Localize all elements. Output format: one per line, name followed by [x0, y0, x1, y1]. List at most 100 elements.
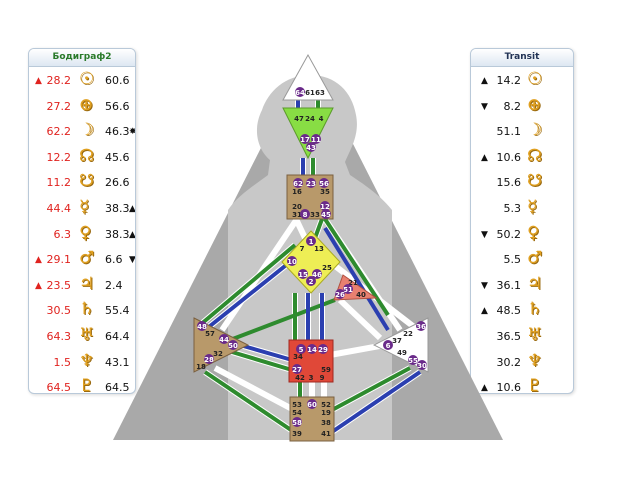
transit-value: 48.5: [496, 304, 522, 318]
personality-value: 45.6: [105, 150, 130, 164]
channel: [213, 365, 296, 413]
panel-title: Transit: [471, 49, 573, 67]
gate-number: 25: [322, 264, 332, 272]
gate-number: 30: [417, 362, 427, 370]
direction-arrow: ▲: [35, 255, 42, 266]
transit-row: ▼50.2♀: [471, 223, 573, 245]
planet-icon: ♇: [527, 376, 543, 394]
planet-row: 64.3♅64.4: [29, 325, 135, 347]
gate-badge: [307, 399, 317, 409]
gate-number: 38: [321, 419, 331, 427]
transit-value: 30.2: [496, 355, 522, 369]
personality-value: 64.5: [105, 381, 130, 394]
gate-number: 54: [292, 409, 302, 417]
planet-row: 27.2⊕56.6: [29, 95, 135, 117]
gate-number: 59: [321, 366, 331, 374]
channel: [203, 260, 292, 332]
transit-row: ▲ 48.5 ♄: [471, 299, 573, 321]
gate-badge: [320, 201, 330, 211]
gate-badge: [296, 344, 306, 354]
gate-number: 44: [219, 336, 229, 344]
gate-number: 13: [314, 245, 324, 253]
planet-icon: ♀: [527, 222, 540, 243]
gate-number: 18: [196, 363, 206, 371]
planet-icon: ☿: [527, 197, 538, 217]
transit-row: ▲14.2☉: [471, 69, 573, 91]
channel: [229, 298, 336, 342]
personality-value: 60.6: [105, 74, 130, 87]
planet-row: 12.2☊45.6: [29, 146, 135, 168]
gate-number: 9: [320, 374, 325, 382]
personality-value: 55.4: [105, 304, 130, 318]
gate-number: 55: [408, 357, 418, 365]
gate-badge: [321, 209, 331, 219]
channel: [323, 217, 390, 317]
channel: [203, 259, 292, 333]
gate-badge: [318, 344, 328, 354]
gate-number: 47: [294, 115, 304, 123]
head-center: [282, 53, 334, 101]
design-value: 62.2: [46, 125, 72, 139]
gate-number: 61: [305, 89, 315, 97]
planet-icon: ⊕: [79, 94, 94, 115]
gate-number: 5: [299, 346, 304, 354]
planet-row: ▲28.2☉60.6: [29, 69, 135, 91]
gate-number: 15: [298, 271, 308, 279]
gate-badge: [204, 354, 214, 364]
sacral-center: [288, 339, 334, 383]
gate-number: 7: [300, 245, 305, 253]
gate-number: 11: [311, 136, 321, 144]
direction-arrow: ▲: [481, 76, 488, 86]
planet-icon: ☋: [527, 171, 543, 192]
fixing-mark: ✸: [129, 127, 136, 138]
direction-arrow: ▲: [481, 306, 488, 317]
planet-icon: ♂: [79, 248, 95, 269]
planet-icon: ☊: [527, 145, 543, 166]
gate-number: 58: [292, 419, 302, 427]
planet-row: 1.5♆43.1: [29, 351, 135, 373]
planet-icon: ♆: [527, 350, 543, 371]
gate-number: 40: [356, 291, 366, 299]
channel: [219, 217, 300, 332]
channel: [239, 342, 293, 363]
gate-badge: [197, 321, 207, 331]
direction-arrow: ▲: [481, 383, 488, 394]
channel: [328, 259, 420, 333]
planet-icon: ⊕: [527, 94, 542, 115]
transit-value: 14.2: [496, 74, 522, 87]
gate-number: 60: [307, 401, 317, 409]
gate-badge: [307, 344, 317, 354]
personality-value: 38.3: [105, 227, 130, 241]
gate-badge: [298, 269, 308, 279]
gate-badge: [293, 178, 303, 188]
planet-icon: ♇: [79, 376, 95, 394]
gate-number: 16: [292, 188, 302, 196]
gate-number: 63: [315, 89, 325, 97]
gate-badge: [295, 87, 305, 97]
direction-arrow: ▼: [481, 101, 488, 112]
planet-icon: ♃: [527, 273, 543, 294]
planet-icon: ♄: [527, 299, 543, 320]
gate-badge: [300, 134, 310, 144]
planet-icon: ☽: [527, 120, 543, 141]
gate-number: 19: [321, 409, 331, 417]
gate-number: 39: [292, 430, 302, 438]
gate-number: 29: [318, 346, 328, 354]
gate-number: 33: [310, 211, 320, 219]
planet-icon: ☉: [79, 69, 95, 89]
transit-panel: Transit ▲14.2☉▼8.2⊕51.1☽▲10.6☊15.6☋5.3☿▼…: [470, 48, 574, 394]
transit-value: 36.1: [496, 278, 522, 292]
direction-arrow: ▲: [35, 76, 42, 86]
design-value: 64.5: [46, 381, 72, 394]
personality-value: 43.1: [105, 355, 130, 369]
gate-number: 49: [397, 349, 407, 357]
gate-number: 46: [312, 271, 322, 279]
gate-number: 37: [392, 337, 402, 345]
design-value: 30.5: [46, 304, 72, 318]
heart-center: [333, 274, 378, 301]
transit-value: 5.3: [503, 202, 522, 215]
transit-value: 15.6: [496, 176, 522, 190]
gate-badge: [306, 142, 316, 152]
direction-arrow: ▼: [481, 229, 488, 240]
design-value: 1.5: [53, 355, 72, 369]
